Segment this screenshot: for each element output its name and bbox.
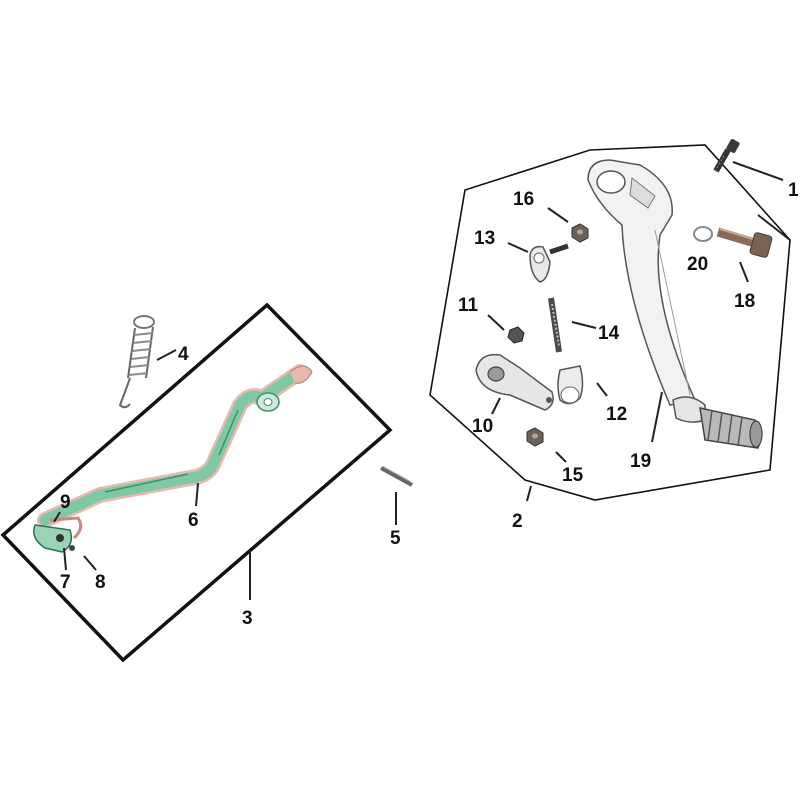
callout-1: 1 <box>788 180 799 201</box>
callout-14: 14 <box>598 323 620 344</box>
callout-8: 8 <box>95 572 106 593</box>
hex-nut-icon <box>571 223 589 243</box>
pivot-pin-icon <box>380 465 413 487</box>
hex-nut-icon <box>526 427 544 447</box>
rod-end-upper <box>529 243 569 283</box>
shift-lever-group-box <box>0 302 393 663</box>
gear-pedal-arm <box>587 159 706 423</box>
callout-9: 9 <box>60 492 71 513</box>
shift-arm-link <box>475 353 554 411</box>
callout-12: 12 <box>606 404 627 425</box>
callout-19: 19 <box>630 451 651 472</box>
callout-3: 3 <box>242 608 253 629</box>
callout-2: 2 <box>512 511 523 532</box>
leader-lines <box>53 161 791 600</box>
callout-5: 5 <box>390 528 401 549</box>
foot-peg-rubber <box>699 407 763 449</box>
callout-11: 11 <box>458 295 479 316</box>
callout-18: 18 <box>734 291 755 312</box>
shift-lever <box>37 364 313 528</box>
rod-end-lower <box>557 365 584 405</box>
callout-4: 4 <box>178 344 189 365</box>
callout-labels: 1 2 3 4 5 6 7 8 9 10 11 12 13 14 15 16 1… <box>60 180 799 629</box>
small-bolt-icon <box>507 326 525 344</box>
callout-13: 13 <box>474 228 495 249</box>
washer-icon <box>693 226 713 242</box>
callout-10: 10 <box>472 416 493 437</box>
callout-7: 7 <box>60 572 71 593</box>
hex-bolt-icon <box>713 139 740 174</box>
coil-spring-icon <box>118 315 155 409</box>
pivot-bolt-icon <box>716 227 773 258</box>
callout-6: 6 <box>188 510 199 531</box>
gear-pedal-group-outline <box>429 144 791 501</box>
callout-15: 15 <box>562 465 584 486</box>
lever-end-fork <box>33 516 83 553</box>
callout-16: 16 <box>513 189 534 210</box>
threaded-rod-icon <box>548 297 562 353</box>
callout-20: 20 <box>687 254 708 275</box>
